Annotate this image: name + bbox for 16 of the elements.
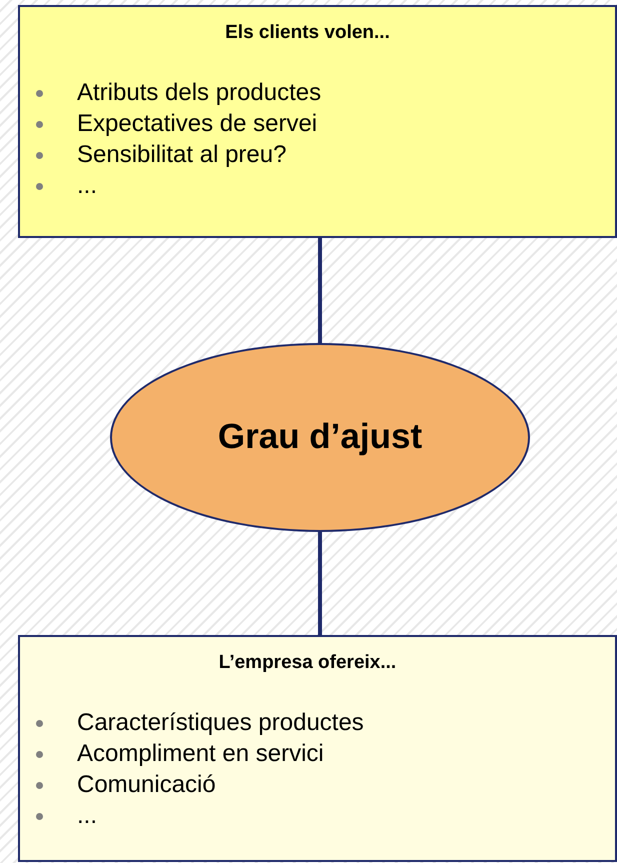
list-item: Sensibilitat al preu? <box>77 140 286 170</box>
box-heading: L’empresa ofereix... <box>218 651 398 675</box>
list-item: Comunicació <box>77 770 216 800</box>
connector-line <box>318 532 322 635</box>
list-item: Expectatives de servei <box>77 109 318 139</box>
box-heading: Els clients volen... <box>224 21 391 45</box>
text-box <box>18 5 617 238</box>
list-item: ... <box>77 171 98 201</box>
list-item: Atributs dels productes <box>77 78 322 108</box>
list-item: Acompliment en servici <box>77 739 324 769</box>
ellipse-node <box>110 343 530 532</box>
text-box <box>18 635 617 862</box>
list-item: ... <box>77 801 98 831</box>
list-item: Característiques productes <box>77 708 364 738</box>
connector-line <box>318 238 322 343</box>
node-title: Grau d’ajust <box>218 416 422 458</box>
